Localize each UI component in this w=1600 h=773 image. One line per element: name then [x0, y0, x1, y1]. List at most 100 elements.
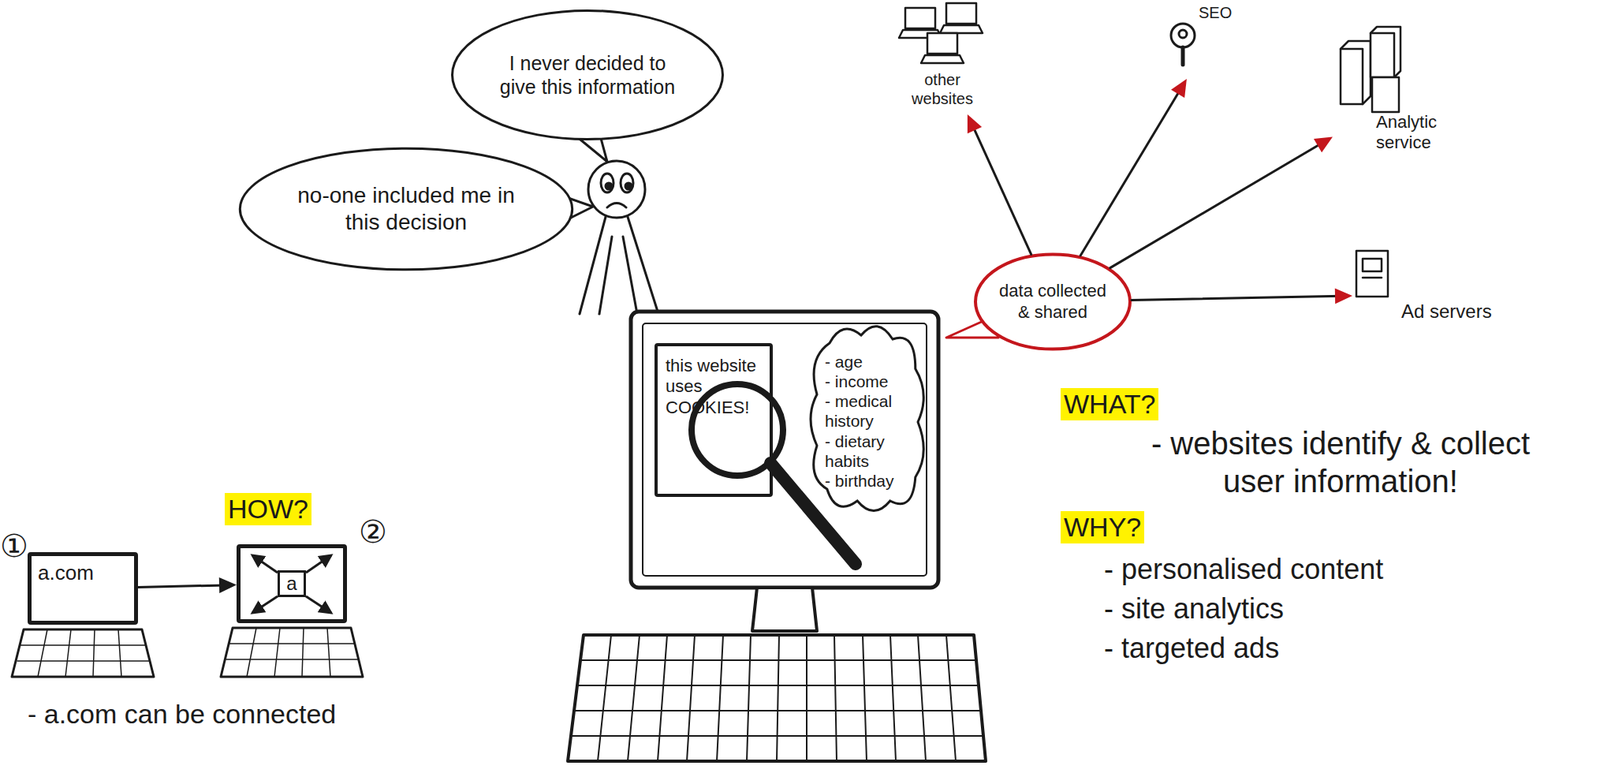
server-icon: [1362, 276, 1382, 280]
bubble-shape: [452, 10, 724, 139]
keyboard-outline: [567, 634, 986, 761]
magnifier-icon: [1171, 23, 1195, 48]
laptop-icon: [898, 29, 942, 38]
laptop-screen: a.com: [27, 551, 138, 625]
node-text: - medical history: [824, 391, 917, 431]
body-line: [622, 236, 638, 314]
monitor-screen: [642, 323, 927, 576]
body-line: [599, 236, 612, 314]
step-number: ①: [0, 526, 29, 565]
analytics-icon: [1340, 26, 1401, 112]
step-number: ②: [358, 512, 388, 551]
data-cloud: - age- income- medical history- dietary …: [804, 319, 931, 517]
note-text: - websites identify & collect user infor…: [1119, 424, 1562, 500]
connector-arrow: [1131, 287, 1353, 304]
building-icon: [1372, 77, 1399, 112]
website-target: other websites: [895, 3, 990, 115]
connector-arrow: [1080, 78, 1187, 256]
person-eye: [600, 173, 614, 193]
body-line: [579, 216, 606, 314]
laptop-icon: [905, 7, 936, 29]
list-item: - personalised content: [1103, 551, 1384, 586]
tracker-arrows: [252, 555, 332, 613]
tracker-arrow: [305, 555, 332, 573]
node-text: no-one included me in this decision: [283, 182, 529, 235]
bubble-tail: [561, 195, 594, 223]
building-icon: [1370, 26, 1401, 78]
analytics-target: Analytic service: [1332, 23, 1483, 162]
tracker-arrow: [252, 555, 278, 573]
laptop-keyboard: [220, 627, 363, 677]
connector-line: [137, 585, 226, 588]
laptop-icon: [946, 3, 977, 24]
node-text: data collected & shared: [994, 280, 1112, 323]
bubble-outline: [449, 7, 726, 142]
node-text: other websites: [895, 70, 990, 109]
building-icon: [1370, 33, 1395, 78]
tracker-arrow: [252, 596, 278, 613]
cloud-shape: [810, 326, 924, 511]
list-item: - site analytics: [1103, 591, 1284, 626]
arrow-head: [1313, 136, 1333, 153]
tracker-arrow: [305, 596, 332, 613]
connector-line: [1131, 295, 1342, 300]
node-text: SEO: [1198, 3, 1232, 23]
node-text: this website uses COOKIES!: [665, 355, 762, 418]
keyboard-keys: [570, 634, 984, 761]
person-figure: [579, 160, 659, 314]
server-icon: [1356, 250, 1388, 297]
connector-arrow: [967, 114, 1032, 254]
bubble-shape: [239, 148, 572, 270]
ad-server-target: Ad servers: [1352, 248, 1546, 340]
ad-server-icon: [1356, 250, 1388, 297]
monitor-frame: [630, 311, 939, 588]
cookie-notice: this website uses COOKIES!: [654, 343, 773, 497]
bubble-outline: [973, 252, 1132, 351]
magnifier-lens: [691, 384, 784, 476]
bubble-outline: [236, 145, 576, 273]
laptop-keys: [17, 629, 150, 677]
note-text: - a.com can be connected: [27, 697, 336, 731]
node-text: - income: [824, 371, 889, 392]
monitor-stand: [752, 587, 817, 631]
computer-monitor: [630, 311, 939, 631]
node-text: - birthday: [824, 470, 895, 491]
node-text: a: [277, 570, 306, 598]
bubble-tail: [571, 132, 608, 162]
laptop-keyboard: [11, 629, 154, 677]
server-icon: [1362, 258, 1382, 272]
laptop-bases: [11, 627, 363, 677]
person-eye: [620, 173, 634, 193]
laptop-screen: a: [236, 544, 347, 623]
node-text: Analytic service: [1376, 111, 1483, 154]
bubble-shape: [975, 254, 1131, 350]
person-head: [588, 160, 646, 218]
bubble-tail: [946, 317, 999, 338]
section-heading: HOW?: [224, 492, 312, 526]
laptop-icon: [927, 33, 958, 54]
laptop-icons: [898, 3, 983, 64]
connector-line: [1110, 142, 1324, 269]
laptop-keys: [226, 627, 359, 677]
person-pupil: [625, 182, 632, 190]
section-heading: WHY?: [1060, 510, 1145, 544]
data-bubble: data collected & shared: [973, 252, 1132, 351]
magnifying-glass: [691, 384, 856, 564]
node-text: I never decided to give this information: [488, 51, 687, 99]
node-text: - age: [824, 351, 863, 372]
magnifier-icon: [1181, 47, 1186, 65]
laptop-icon: [921, 55, 964, 64]
laptop-icon: [939, 25, 983, 34]
arrow-head: [1171, 78, 1187, 98]
connector-line: [1080, 88, 1182, 256]
building-icon: [1340, 48, 1363, 105]
speech-bubble: no-one included me in this decision: [236, 145, 576, 273]
magnifier-handle: [770, 462, 856, 564]
node-text: - dietary habits: [824, 431, 917, 471]
speech-bubble: I never decided to give this information: [449, 7, 726, 142]
